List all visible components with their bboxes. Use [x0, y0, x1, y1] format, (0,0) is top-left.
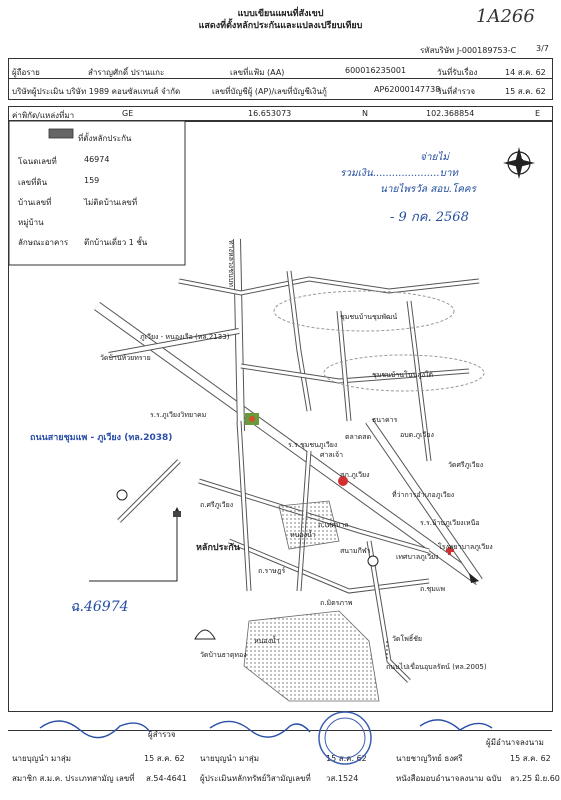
temple3-label: วัดบ้านธาตุทอง	[200, 651, 247, 659]
deed-note: ฉ.46974	[70, 599, 129, 615]
survey-date-label: วันที่สำรวจ	[437, 87, 476, 96]
appraiser-name: นายบุญนำ มาสุ่ม	[200, 754, 259, 763]
building-label: ลักษณะอาคาร	[18, 238, 69, 247]
road-small3-label: ถ.มิตรภาพ	[320, 599, 353, 607]
surveyor-date: 15 ส.ค. 62	[144, 754, 185, 763]
page-number: 3/7	[536, 44, 549, 53]
coord-label: ค่าพิกัด/แหล่งที่มา	[12, 111, 75, 120]
ap-label: เลขที่บัญชีผู้ (AP)/เลขที่บัญชีเงินกู้	[212, 87, 327, 96]
temple4-label: วัดโพธิ์ชัย	[392, 635, 422, 643]
school2-label: ร.ร.ชุมชนภูเวียง	[288, 441, 338, 449]
recv-date-value: 14 ส.ค. 62	[505, 68, 546, 77]
paid-note-1: จ่ายไม่	[420, 152, 449, 163]
surveyor-member: สมาชิก ส.ม.ค. ประเภทสามัญ เลขที่	[12, 774, 135, 783]
deed-value: 46974	[84, 155, 110, 164]
signer-name: นายชาญวิทย์ ธงศรี	[396, 754, 463, 763]
rda-label: อบต.ภูเวียง	[400, 431, 434, 439]
collateral-marker-label: หลักประกัน	[196, 543, 240, 553]
bank-label: ธนาคาร	[372, 416, 398, 424]
market-label: ตลาดสด	[345, 433, 372, 441]
latitude: 16.653073	[248, 109, 292, 118]
community2-label: ชุมชนบ้านโนนสูงใต้	[372, 371, 434, 379]
file-value: 600016235001	[345, 66, 407, 75]
land-no-value: 159	[84, 176, 100, 185]
road-main-label: ถนนสายชุมแพ - ภูเวียง (ทล.2038)	[30, 433, 173, 443]
doc-subtitle: แสดงที่ตั้งหลักประกันและแปลงเปรียบเทียบ	[198, 21, 363, 31]
appraiser-role: ผู้ประเมินหลักทรัพย์วิสามัญเลขที่	[200, 774, 311, 783]
signer-cert: หนังสือมอบอำนาจลงนาม ฉบับ	[396, 774, 502, 783]
stadium-label: สนามกีฬา	[340, 547, 371, 555]
location-map	[9, 121, 551, 709]
land-no-label: เลขที่ดิน	[18, 178, 48, 187]
shrine-label: ศาลเจ้า	[320, 451, 344, 459]
paid-note-3: นายไพรวัล สอบ.โคคร	[380, 184, 476, 195]
appraiser-number: วส.1524	[326, 774, 359, 783]
road-small5-label: ถ.เทศบาล	[318, 521, 349, 529]
info-table	[8, 58, 553, 100]
school1-label: ร.ร.ภูเวียงวิทยาคม	[150, 411, 207, 419]
police-label: สภ.ภูเวียง	[340, 471, 370, 479]
signatures	[39, 711, 493, 765]
road-left-label: ภูเวียง - หนองเรือ (ทล.2133)	[140, 333, 230, 341]
appraisee-value: สำราญศักดิ์ ปรานแกะ	[88, 68, 165, 77]
temple2-label: วัดศรีภูเวียง	[448, 461, 484, 469]
hospital-label: โรงพยาบาลภูเวียง	[438, 543, 493, 551]
date-note: - 9 กค. 2568	[390, 210, 469, 225]
signer-date: 15 ส.ค. 62	[510, 754, 551, 763]
survey-date-value: 15 ส.ค. 62	[505, 87, 546, 96]
road-small2-label: ถ.ศรีภูเวียง	[200, 501, 234, 509]
latitude-dir: N	[362, 109, 368, 118]
signer-cert-date: ลว.25 มิ.ย.60	[510, 774, 560, 783]
pond-label: หนองน้ำ	[290, 531, 316, 539]
municipal-label: เทศบาลภูเวียง	[396, 553, 439, 561]
surveyor-name: นายบุญนำ มาสุ่ม	[12, 754, 71, 763]
info-divider	[8, 78, 552, 79]
surveyor-number: ส.54-4641	[146, 774, 187, 783]
appraiser-date: 15 ส.ค. 62	[326, 754, 367, 763]
company-label: บริษัทผู้ประเมิน บริษัท 1989 คอนซัลแทนส์…	[12, 87, 181, 96]
doc-title: แบบเขียนแผนที่สังเขป	[237, 9, 324, 19]
road-right-label: ถนนไปเขื่อนอุบลรัตน์ (ทล.2005)	[386, 663, 487, 671]
district-label: ที่ว่าการอำเภอภูเวียง	[392, 491, 455, 499]
building-value: ตึกบ้านเดี่ยว 1 ชั้น	[84, 238, 148, 247]
signer-role: ผู้มีอำนาจลงนาม	[486, 738, 544, 747]
longitude: 102.368854	[426, 109, 475, 118]
appraisee-label: ผู้ถือราย	[12, 68, 40, 77]
house-value: ไม่ติดบ้านเลขที่	[84, 198, 138, 207]
file-label: เลขที่แฟ้ม (AA)	[230, 68, 285, 77]
coord-source: GE	[122, 109, 134, 118]
map-frame	[8, 120, 553, 712]
longitude-dir: E	[535, 109, 541, 118]
school3-label: ร.ร.บ้านภูเวียงเหนือ	[420, 519, 480, 527]
road-small4-label: ถ.ชุมแพ	[420, 585, 445, 593]
north-icon: N	[517, 158, 524, 167]
village-label: หมู่บ้าน	[18, 218, 44, 227]
footer-rule	[8, 730, 552, 731]
stamp-code: 1A266	[476, 6, 535, 27]
ap-value: AP62000147738	[374, 85, 441, 94]
community1-label: ชุมชนบ้านชุมพัฒน์	[340, 313, 398, 321]
temple-left-label: วัดบ้านห้วยทราย	[100, 354, 151, 362]
pond2-label: หนองน้ำ	[254, 637, 280, 645]
road-small1-label: ถ.ราษฎร์	[258, 567, 286, 575]
paid-note-2: รวมเงิน.....................บาท	[340, 168, 459, 179]
house-label: บ้านเลขที่	[18, 198, 52, 207]
legend-collateral: ที่ตั้งหลักประกัน	[78, 134, 132, 143]
surveyor-role: ผู้สำรวจ	[148, 730, 176, 739]
company-ref: รหัสบริษัท J-000189753-C	[420, 46, 517, 55]
coord-row	[8, 106, 553, 122]
road-vertical-label: ทางหลวงชนบท	[227, 240, 235, 287]
recv-date-label: วันที่รับเรื่อง	[437, 68, 478, 77]
deed-label: โฉนดเลขที่	[18, 157, 57, 166]
